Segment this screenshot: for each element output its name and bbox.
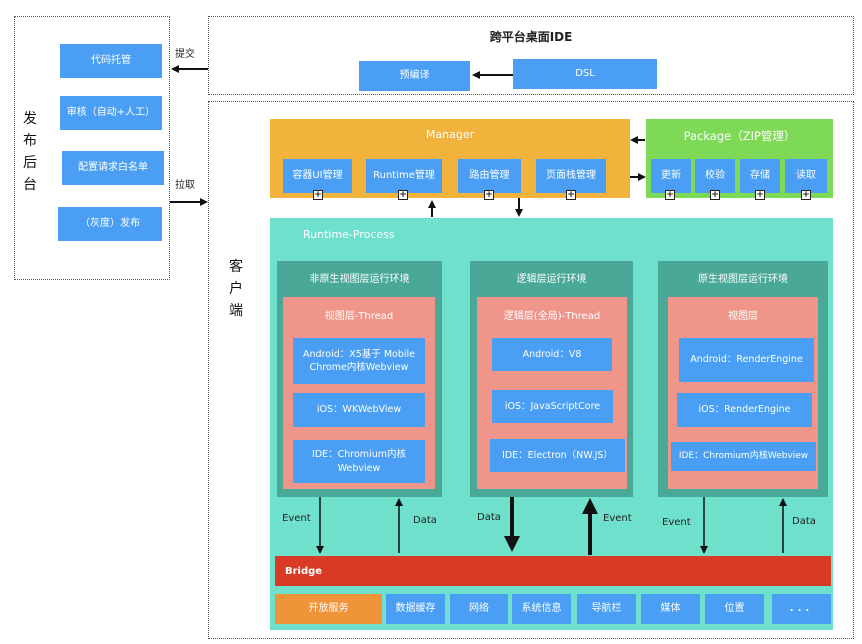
ide-frame xyxy=(208,16,854,95)
title-char: 台 xyxy=(23,177,37,193)
expand-icon[interactable]: + xyxy=(801,190,811,200)
env-item-android[interactable]: Android：X5基于 Mobile Chrome内核Webview xyxy=(293,338,425,384)
expand-icon[interactable]: + xyxy=(710,190,720,200)
service-data-cache[interactable]: 数据缓存 xyxy=(386,594,445,624)
title-char: 客 xyxy=(229,259,243,275)
client-title: 客户端 xyxy=(228,256,244,322)
env-item-android[interactable]: Android：RenderEngine xyxy=(679,338,814,382)
env-title: 原生视图层运行环境 xyxy=(698,274,788,285)
title-char: 后 xyxy=(23,155,37,171)
thread-title: 视图层-Thread xyxy=(324,311,394,322)
arrow-label-event: Event xyxy=(603,513,632,524)
env-item-ios[interactable]: iOS：WKWebView xyxy=(293,393,425,427)
expand-icon[interactable]: + xyxy=(665,190,675,200)
service-network[interactable]: 网络 xyxy=(450,594,508,624)
client-title-text: 客户端 xyxy=(228,256,244,322)
manager-item-router[interactable]: 路由管理 xyxy=(458,159,521,193)
service-media[interactable]: 媒体 xyxy=(641,594,700,624)
service-more[interactable]: ... xyxy=(772,594,831,624)
env-title: 逻辑层运行环境 xyxy=(516,274,587,285)
client-frame xyxy=(208,101,854,639)
bridge-label: Bridge xyxy=(285,566,323,577)
package-item-read[interactable]: 读取 xyxy=(785,159,827,193)
arrow-label-event: Event xyxy=(662,517,691,528)
runtime-process-title: Runtime-Process xyxy=(303,228,395,241)
precompile-box[interactable]: 预编译 xyxy=(359,61,470,91)
publish-item-review[interactable]: 审核（自动+人工） xyxy=(60,96,162,130)
thread-title: 视图层 xyxy=(728,311,758,322)
service-open[interactable]: 开放服务 xyxy=(275,594,382,624)
package-item-verify[interactable]: 校验 xyxy=(695,159,735,193)
service-system-info[interactable]: 系统信息 xyxy=(512,594,571,624)
bridge-bar xyxy=(275,556,831,586)
arrow-label-data: Data xyxy=(413,515,437,526)
publish-backend-frame xyxy=(14,16,170,280)
env-item-android[interactable]: Android：V8 xyxy=(492,338,612,371)
title-char: 布 xyxy=(23,133,37,149)
manager-item-page-stack[interactable]: 页面栈管理 xyxy=(536,159,606,193)
expand-icon[interactable]: + xyxy=(398,190,408,200)
dsl-box[interactable]: DSL xyxy=(513,59,657,89)
pb-title-text: 发布后台 xyxy=(22,108,38,196)
arrow-label-event: Event xyxy=(282,513,311,524)
package-title: Package（ZIP管理） xyxy=(683,129,796,143)
env-item-ios[interactable]: iOS：JavaScriptCore xyxy=(492,390,613,423)
expand-icon[interactable]: + xyxy=(566,190,576,200)
title-char: 发 xyxy=(23,111,37,127)
publish-item-whitelist[interactable]: 配置请求白名单 xyxy=(62,151,164,185)
title-char: 户 xyxy=(229,281,243,297)
expand-icon[interactable]: + xyxy=(313,190,323,200)
arrow-label-data: Data xyxy=(477,512,501,523)
ide-title: 跨平台桌面IDE xyxy=(489,30,573,44)
title-char: 端 xyxy=(229,303,243,319)
manager-title: Manager xyxy=(425,128,475,141)
service-location[interactable]: 位置 xyxy=(705,594,764,624)
pull-label: 拉取 xyxy=(175,180,195,191)
expand-icon[interactable]: + xyxy=(755,190,765,200)
arrow-label-data: Data xyxy=(792,516,816,527)
env-item-ide[interactable]: IDE：Chromium内核 Webview xyxy=(293,440,425,483)
env-item-ide[interactable]: IDE：Electron（NW.JS） xyxy=(490,439,625,472)
env-title: 非原生视图层运行环境 xyxy=(309,274,410,285)
thread-title: 逻辑层(全局)-Thread xyxy=(503,311,601,322)
env-item-ide[interactable]: IDE：Chromium内核Webview xyxy=(671,442,816,471)
manager-item-runtime[interactable]: Runtime管理 xyxy=(366,159,442,193)
package-item-update[interactable]: 更新 xyxy=(651,159,691,193)
env-item-ios[interactable]: iOS：RenderEngine xyxy=(677,393,812,427)
publish-item-release[interactable]: （灰度）发布 xyxy=(58,207,162,241)
service-nav-bar[interactable]: 导航栏 xyxy=(577,594,636,624)
publish-backend-title: 发布后台 xyxy=(22,108,38,196)
publish-item-code-hosting[interactable]: 代码托管 xyxy=(60,44,162,78)
manager-item-container-ui[interactable]: 容器UI管理 xyxy=(283,159,352,193)
package-item-store[interactable]: 存储 xyxy=(740,159,780,193)
expand-icon[interactable]: + xyxy=(484,190,494,200)
submit-label: 提交 xyxy=(175,49,195,60)
